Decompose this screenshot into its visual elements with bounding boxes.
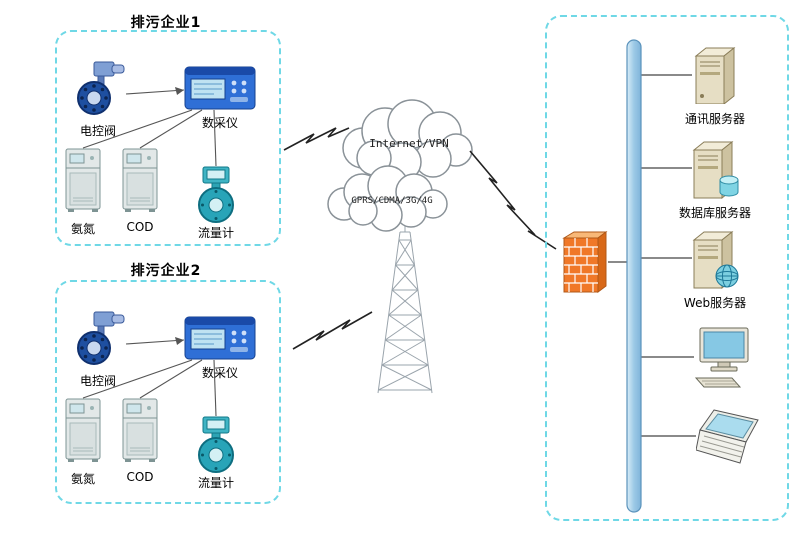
flowmeter-label: 流量计 <box>197 226 234 240</box>
web-server-label: Web服务器 <box>683 296 747 310</box>
gprs-cloud-label: GPRS/CDMA/3G/4G <box>351 196 433 206</box>
data-collector-icon <box>184 66 256 110</box>
cod-label: COD <box>126 470 154 484</box>
enterprise-1-boundary <box>55 30 281 246</box>
gprs-cloud-icon <box>327 165 448 232</box>
cod-cabinet-icon <box>121 398 159 462</box>
collector-label: 数采仪 <box>201 116 238 130</box>
radio-tower-icon <box>377 222 433 394</box>
communication-server-label: 通讯服务器 <box>684 112 745 126</box>
monitoring-center-boundary <box>545 15 789 521</box>
enterprise-2-title: 排污企业2 <box>130 263 202 279</box>
ammonia-cabinet-icon <box>64 148 102 212</box>
collector-label: 数采仪 <box>201 366 238 380</box>
network-bus <box>626 39 642 513</box>
flowmeter-icon <box>190 416 242 474</box>
ammonia-label: 氨氮 <box>70 472 95 486</box>
valve-icon <box>68 58 128 118</box>
flowmeter-icon <box>190 166 242 224</box>
enterprise-1-title: 排污企业1 <box>130 15 202 31</box>
firewall-icon <box>562 230 608 294</box>
internet-cloud-label: Internet/VPN <box>369 137 449 150</box>
cod-label: COD <box>126 220 154 234</box>
ammonia-label: 氨氮 <box>70 222 95 236</box>
datacenter-bus-and-links <box>608 39 696 513</box>
flowmeter-label: 流量计 <box>197 476 234 490</box>
valve-icon <box>68 308 128 368</box>
laptop-computer-icon <box>696 408 764 466</box>
data-collector-icon <box>184 316 256 360</box>
cod-cabinet-icon <box>121 148 159 212</box>
enterprise-2-boundary <box>55 280 281 504</box>
enterprise-1-lines <box>82 87 217 167</box>
communication-server-icon <box>692 46 736 104</box>
database-server-label: 数据库服务器 <box>678 206 751 220</box>
valve-label: 电控阀 <box>79 124 116 138</box>
wireless-link-icons <box>283 127 557 350</box>
desktop-computer-icon <box>694 326 754 388</box>
database-server-icon <box>690 138 740 200</box>
web-server-icon <box>690 228 740 290</box>
ammonia-cabinet-icon <box>64 398 102 462</box>
valve-label: 电控阀 <box>79 374 116 388</box>
enterprise-2-lines <box>82 337 217 417</box>
